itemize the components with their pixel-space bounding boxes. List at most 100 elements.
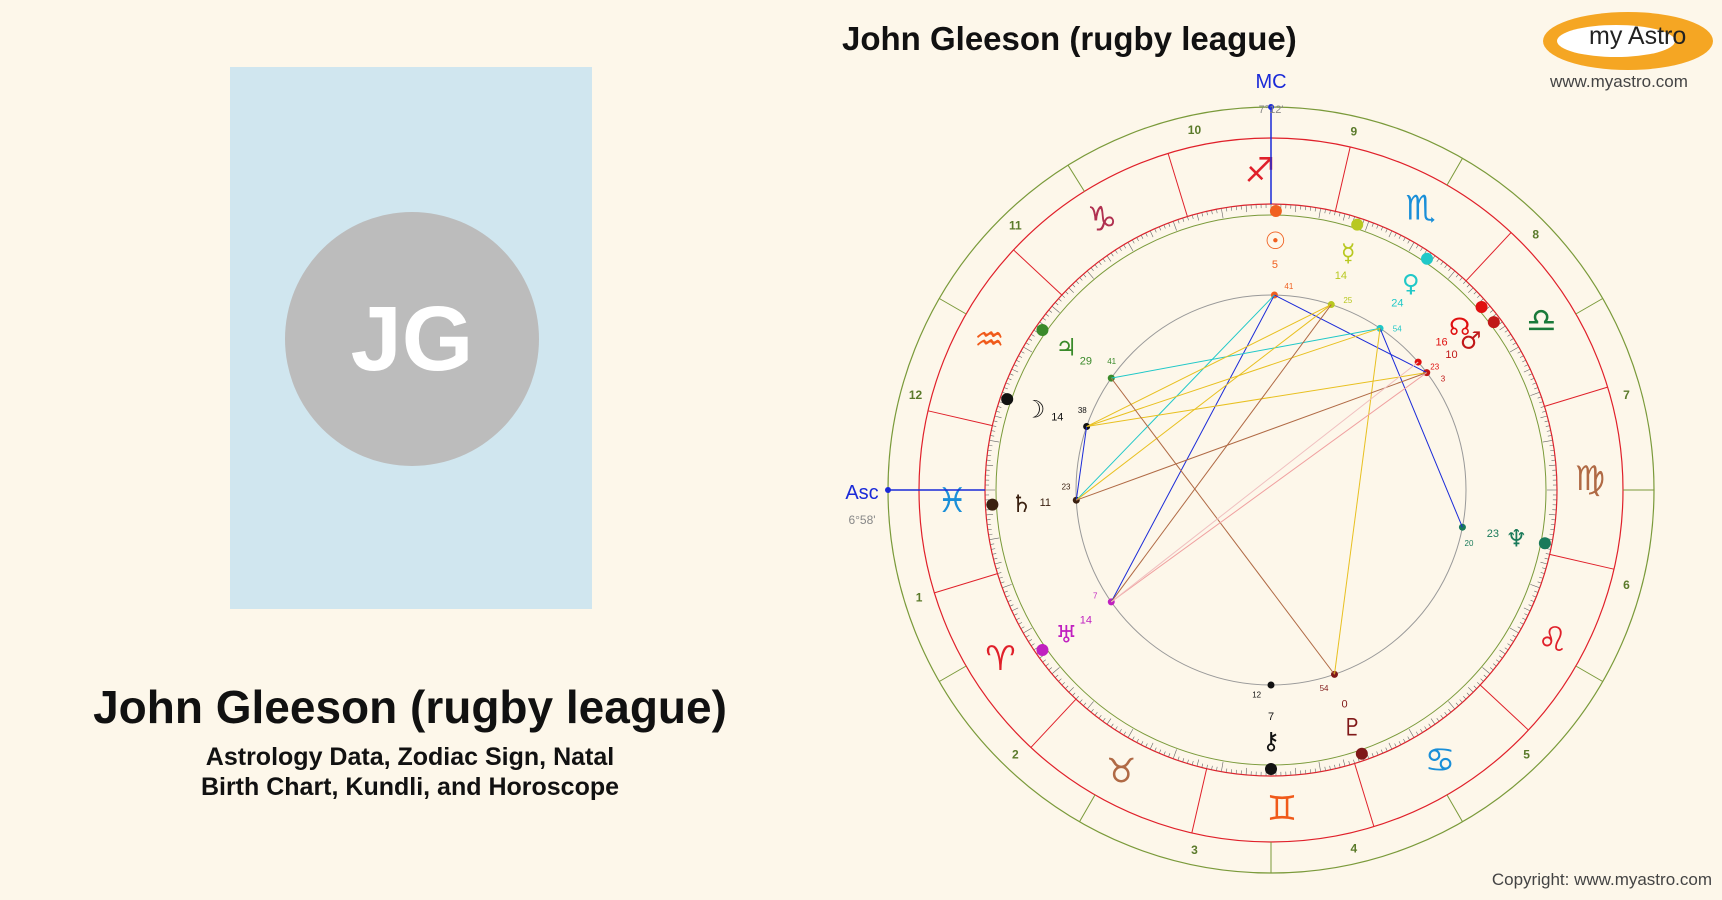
degree-tick [1072,284,1076,288]
degree-tick [1509,346,1519,353]
avatar-initials: JG [350,287,474,390]
degree-tick [998,576,1003,579]
degree-tick [1000,581,1005,584]
degree-tick [1211,765,1213,770]
degree-tick [1540,561,1548,565]
degree-tick [1415,731,1419,736]
degree-tick [1295,205,1297,213]
degree-tick [1549,533,1554,536]
degree-tick [1507,333,1512,337]
degree-tick [1048,667,1053,671]
degree-tick [1020,626,1025,629]
subtitle-line-1: Astrology Data, Zodiac Sign, Natal [205,743,615,771]
degree-tick [1177,219,1180,224]
venus-glyph: ♀ [1402,270,1420,298]
degree-tick [1054,674,1059,678]
degree-tick [997,406,1002,408]
degree-tick [993,420,998,423]
degree-tick [1522,359,1526,363]
sun-degree: 5 [1272,259,1278,271]
degree-tick [1380,226,1384,231]
degree-tick [1545,553,1550,555]
degree-tick [1483,674,1488,678]
degree-tick [997,572,1002,574]
jupiter-minute: 41 [1107,357,1116,366]
moon-glyph: ☽ [1024,396,1046,424]
degree-tick [1385,747,1388,752]
moon-minute: 38 [1078,406,1087,415]
degree-tick [1051,305,1060,313]
degree-tick [1424,249,1428,254]
degree-tick [1132,736,1135,741]
degree-tick [1509,627,1519,634]
node-marker [1475,300,1488,313]
degree-tick [1145,743,1148,748]
degree-tick [1365,221,1370,231]
degree-tick [990,543,995,545]
degree-tick [1005,595,1010,598]
sign-divider [1334,146,1351,212]
degree-tick [1542,440,1553,443]
degree-tick [1480,298,1484,302]
degree-tick [1007,599,1012,603]
degree-tick [1534,590,1539,593]
degree-tick [1498,321,1503,325]
taurus-sign-glyph: ♉ [1106,752,1136,792]
degree-tick [1154,228,1157,233]
house-cusp [1575,665,1603,682]
house-number-10: 10 [1188,123,1202,137]
degree-tick [1428,723,1432,728]
degree-tick [1539,576,1544,579]
degree-tick [1136,738,1139,743]
mc-label: MC [1255,71,1286,93]
aspect-line-mars-uranus [1110,372,1428,603]
degree-tick [1123,244,1127,249]
degree-tick [1420,247,1423,252]
degree-tick [1140,741,1144,745]
degree-tick [989,537,1000,540]
degree-tick [1065,291,1069,295]
degree-tick [1541,410,1547,413]
degree-tick [1230,206,1233,211]
chiron-aspect-point [1267,681,1275,689]
degree-tick [1154,747,1157,752]
moon-degree: 14 [1051,411,1063,423]
degree-tick [1149,742,1154,750]
degree-tick [1025,342,1030,346]
degree-tick [1023,627,1033,634]
degree-tick [1072,692,1076,696]
degree-tick [1119,247,1122,252]
degree-tick [1540,572,1545,574]
degree-tick [1075,696,1079,700]
myastro-logo[interactable]: my Astro [1543,12,1713,70]
degree-tick [986,464,994,466]
degree-tick [1295,767,1297,775]
degree-tick [1468,687,1474,693]
degree-tick [1498,655,1503,659]
degree-tick [1158,749,1162,754]
house-number-8: 8 [1532,227,1539,241]
degree-tick [1398,235,1402,239]
degree-tick [1086,701,1094,710]
degree-tick [1002,584,1012,589]
degree-tick [1033,329,1038,333]
degree-tick [1388,230,1393,238]
degree-tick [1482,667,1491,675]
degree-tick [1380,749,1384,754]
degree-tick [990,435,995,437]
degree-tick [1407,239,1410,244]
degree-tick [1007,377,1012,381]
logo-url[interactable]: www.myastro.com [1550,72,1688,91]
degree-tick [989,440,1000,443]
degree-tick [1172,221,1177,231]
aspect-line-mercury-saturn [1075,304,1332,501]
degree-tick [1013,364,1018,367]
degree-tick [1493,663,1497,667]
chiron-marker [1265,763,1277,775]
degree-tick [1338,212,1341,217]
degree-tick [1094,712,1098,716]
degree-tick [1196,213,1200,221]
aspect-line-mars-moon [1086,372,1427,428]
degree-tick [1342,759,1346,767]
node-degree: 16 [1435,337,1447,349]
